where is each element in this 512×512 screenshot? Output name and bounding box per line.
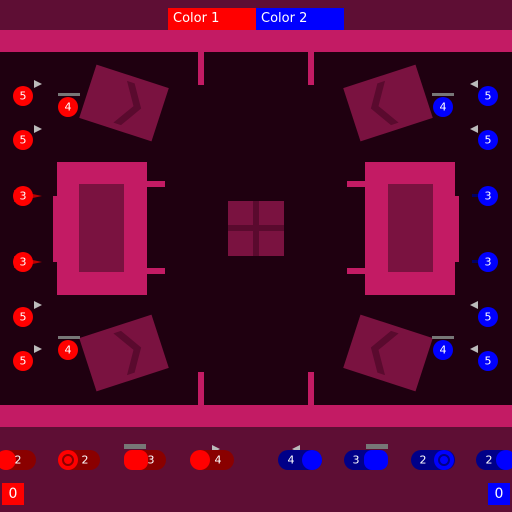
reserve-unit-blue[interactable]: 4 <box>278 445 322 470</box>
field-unit-red[interactable]: 5 <box>13 80 42 106</box>
field-unit-blue[interactable]: 5 <box>470 125 498 150</box>
reserve-unit-red[interactable]: 2 <box>58 450 100 470</box>
reserve-unit-red[interactable]: 2 <box>0 450 36 470</box>
unit-level: 3 <box>148 454 155 467</box>
ramp-top-left <box>79 64 169 142</box>
field-unit-red[interactable]: 3 <box>13 186 42 206</box>
unit-level: 4 <box>215 454 222 467</box>
unit-level: 3 <box>20 190 27 203</box>
field-unit-blue[interactable]: 4 <box>432 93 454 117</box>
post <box>198 52 204 85</box>
team-1-score: 0 <box>2 483 24 505</box>
field-unit-blue[interactable]: 5 <box>470 345 498 371</box>
unit-level: 5 <box>485 90 492 103</box>
unit-level: 5 <box>20 134 27 147</box>
field-unit-red[interactable]: 4 <box>58 336 80 360</box>
field-unit-red[interactable]: 5 <box>13 125 42 150</box>
post <box>198 372 204 405</box>
unit-level: 5 <box>20 311 27 324</box>
field-unit-blue[interactable]: 5 <box>470 80 498 106</box>
field-unit-red[interactable]: 4 <box>58 93 80 117</box>
post <box>308 372 314 405</box>
unit-level: 2 <box>486 454 493 467</box>
unit-level: 5 <box>20 355 27 368</box>
team-2-tab[interactable]: Color 2 <box>256 8 344 30</box>
unit-level: 3 <box>20 256 27 269</box>
unit-level: 3 <box>353 454 360 467</box>
left-base <box>53 162 165 295</box>
reserve-unit-blue[interactable]: 2 <box>476 450 512 470</box>
unit-level: 2 <box>15 454 22 467</box>
field-unit-blue[interactable]: 5 <box>470 301 498 327</box>
unit-level: 4 <box>65 101 72 114</box>
center-crate <box>228 201 284 256</box>
unit-level: 3 <box>485 256 492 269</box>
ramp-bottom-left <box>79 314 169 392</box>
field-unit-blue[interactable]: 4 <box>432 336 454 360</box>
unit-level: 5 <box>20 90 27 103</box>
field-unit-red[interactable]: 5 <box>13 301 42 327</box>
field-unit-blue[interactable]: 3 <box>472 252 498 272</box>
unit-level: 4 <box>288 454 295 467</box>
team-2-score: 0 <box>488 483 510 505</box>
unit-level: 4 <box>440 101 447 114</box>
reserve-unit-red[interactable]: 3 <box>124 444 166 470</box>
field-unit-red[interactable]: 5 <box>13 345 42 371</box>
unit-level: 4 <box>65 344 72 357</box>
ramp-bottom-right <box>343 314 433 392</box>
team-1-tab[interactable]: Color 1 <box>168 8 256 30</box>
field-unit-blue[interactable]: 3 <box>472 186 498 206</box>
reserve-unit-blue[interactable]: 3 <box>344 444 388 470</box>
unit-level: 5 <box>485 355 492 368</box>
ramp-top-right <box>343 64 433 142</box>
field-unit-red[interactable]: 3 <box>13 252 42 272</box>
reserve-unit-red[interactable]: 4 <box>190 445 234 470</box>
unit-level: 5 <box>485 311 492 324</box>
unit-level: 4 <box>440 344 447 357</box>
bottom-wall <box>0 405 512 427</box>
post <box>308 52 314 85</box>
top-wall <box>0 30 512 52</box>
unit-level: 3 <box>485 190 492 203</box>
unit-level: 5 <box>485 134 492 147</box>
unit-level: 2 <box>420 454 427 467</box>
right-base <box>347 162 459 295</box>
reserve-unit-blue[interactable]: 2 <box>411 450 455 470</box>
unit-level: 2 <box>82 454 89 467</box>
